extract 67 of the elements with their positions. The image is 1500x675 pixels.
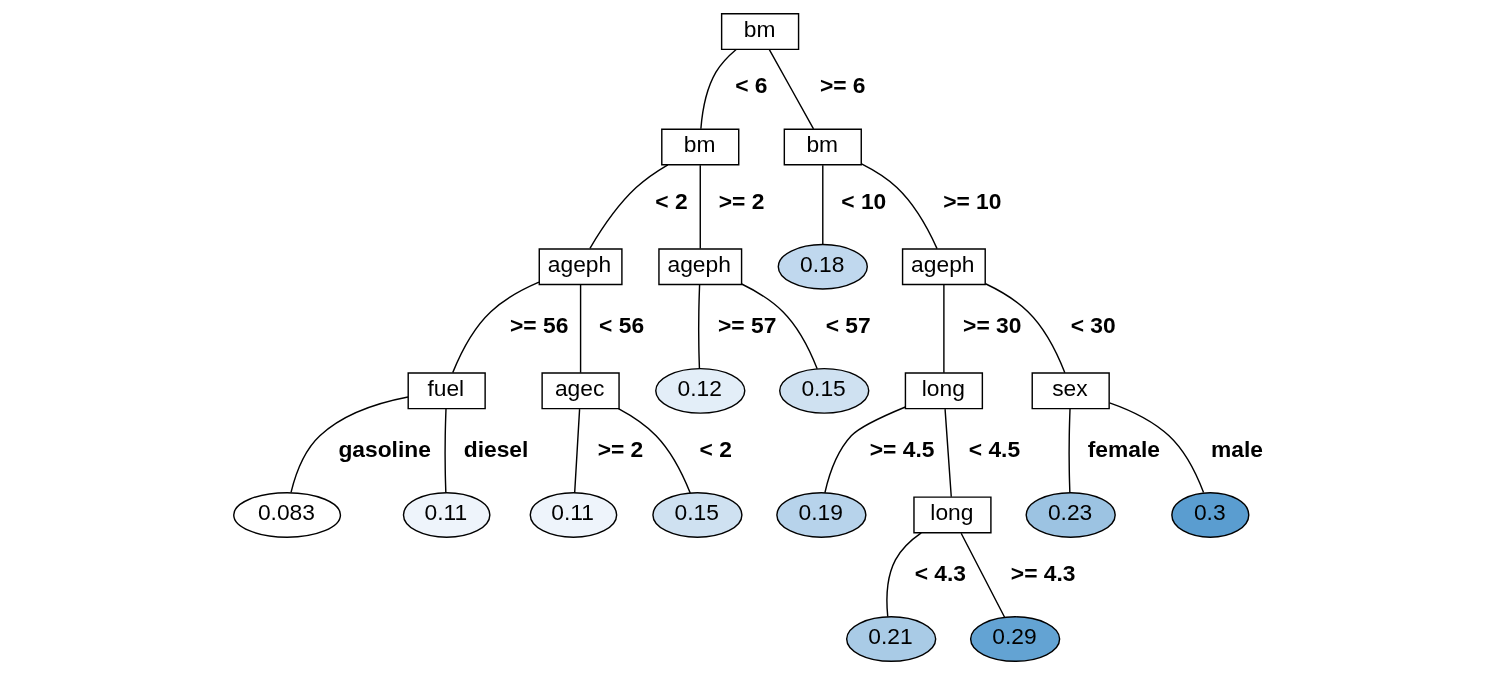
edge-label: < 4.3	[914, 560, 966, 587]
edge-label: >= 10	[942, 187, 1001, 214]
connector	[697, 284, 700, 370]
edge-label: male	[1210, 435, 1263, 462]
edge-label: female	[1087, 435, 1160, 462]
connector	[588, 164, 669, 250]
edge-label: < 30	[1070, 311, 1116, 338]
node-box: fuel	[407, 372, 486, 410]
connector	[443, 408, 447, 494]
edge-label: >= 4.5	[869, 435, 934, 462]
edge-label: >= 56	[509, 311, 568, 338]
node-ellipse: 0.15	[651, 492, 743, 538]
node-box: bm	[783, 128, 862, 166]
connector	[699, 48, 737, 130]
connector	[821, 164, 823, 245]
node-ellipse: 0.15	[778, 367, 869, 414]
edge-label: >= 30	[962, 311, 1021, 338]
connector	[579, 284, 581, 374]
edge-label: >= 4.3	[1010, 560, 1075, 587]
edge-label: < 56	[598, 311, 644, 338]
node-ellipse: 0.12	[654, 367, 745, 414]
node-box: bm	[720, 13, 799, 51]
edge-label: < 6	[734, 72, 767, 99]
edge-label: >= 2	[597, 435, 643, 462]
connector	[768, 48, 814, 130]
node-box: ageph	[657, 248, 742, 286]
connector	[617, 408, 691, 494]
node-ellipse: 0.083	[232, 492, 341, 538]
node-box: ageph	[901, 248, 986, 286]
connector	[943, 408, 952, 498]
edge-label: < 57	[825, 311, 871, 338]
node-box: long	[904, 372, 983, 410]
node-ellipse: 0.11	[529, 492, 617, 538]
node-ellipse: 0.19	[775, 492, 867, 538]
node-ellipse: 0.3	[1170, 492, 1249, 538]
edge-label: < 10	[840, 187, 886, 214]
node-box: ageph	[538, 248, 623, 286]
edge-label: >= 2	[718, 187, 764, 214]
connector	[289, 396, 409, 493]
edge-label: < 2	[699, 435, 732, 462]
node-ellipse: 0.18	[777, 243, 868, 290]
connector	[885, 532, 922, 618]
edge-label: < 2	[654, 187, 688, 214]
node-ellipse: 0.21	[845, 616, 936, 662]
node-ellipse: 0.23	[1025, 492, 1116, 538]
edge-label: >= 57	[717, 311, 776, 338]
edge-label: gasoline	[337, 435, 431, 462]
node-ellipse: 0.11	[402, 492, 491, 538]
node-box: agec	[540, 372, 620, 410]
connector	[984, 283, 1066, 374]
node-box: sex	[1031, 372, 1110, 410]
connector	[1108, 402, 1204, 494]
node-ellipse: 0.29	[969, 616, 1060, 662]
connector	[451, 281, 540, 374]
edge-label: diesel	[463, 435, 528, 462]
edge-label: >= 6	[819, 72, 866, 99]
edge-label: < 4.5	[968, 435, 1020, 462]
connector	[942, 284, 945, 374]
connector	[860, 163, 938, 250]
node-box: long	[912, 496, 992, 534]
connector	[573, 408, 580, 494]
connector	[823, 406, 906, 494]
connector	[1067, 408, 1071, 494]
connector	[699, 164, 701, 250]
connector	[959, 532, 1005, 618]
connector	[740, 283, 818, 370]
node-box: bm	[660, 128, 739, 166]
